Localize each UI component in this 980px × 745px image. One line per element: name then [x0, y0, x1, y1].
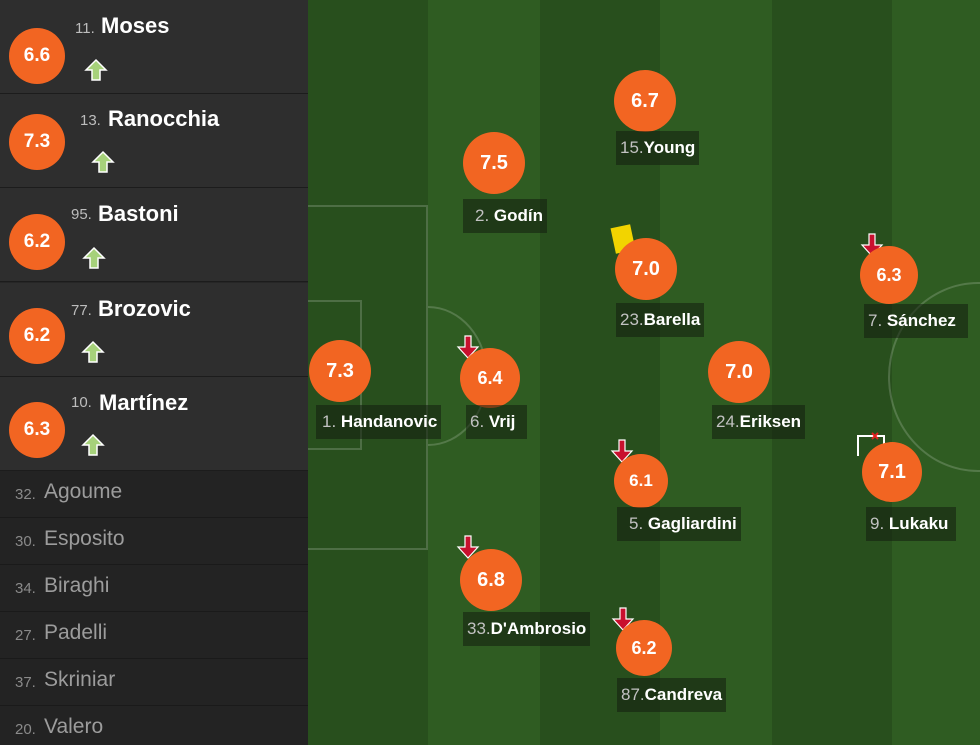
player-name: Brozovic — [98, 296, 191, 321]
player-number: 95. — [71, 206, 92, 223]
substitute-row[interactable]: 6.6 11. Moses — [0, 0, 308, 94]
rating-badge: 6.7 — [614, 70, 676, 132]
player-number: 10. — [71, 394, 92, 411]
player-number: 5. — [629, 514, 644, 533]
player-number: 7. — [868, 311, 883, 330]
player-number: 27. — [15, 627, 36, 644]
player-label: 5. Gagliardini — [617, 507, 741, 541]
player-name: Bastoni — [98, 201, 179, 226]
substitute-row[interactable]: 6.2 77. Brozovic — [0, 283, 308, 377]
rating-badge: 6.2 — [9, 214, 65, 270]
rating-badge: 6.3 — [860, 246, 918, 304]
rating-badge: 6.1 — [614, 454, 668, 508]
player-label: 1. Handanovic — [316, 405, 442, 439]
player-label: 23.Barella — [616, 303, 705, 337]
substitute-row[interactable]: 6.3 10. Martínez — [0, 377, 308, 471]
player-number: 15. — [620, 138, 644, 157]
player-name: Gagliardini — [647, 514, 737, 533]
rating-badge: 6.4 — [460, 348, 520, 408]
player-name: Young — [643, 138, 696, 157]
rating-badge: 6.6 — [9, 28, 65, 84]
player-number: 1. — [322, 412, 337, 431]
player-name: D'Ambrosio — [490, 619, 587, 638]
rating-badge: 6.8 — [460, 549, 522, 611]
player-label: 2. Godín — [463, 199, 548, 233]
arrow-up-icon — [84, 58, 108, 81]
player-name: Sánchez — [886, 311, 956, 330]
bench-row[interactable]: 27. Padelli — [0, 612, 308, 659]
player-name: Agoume — [44, 480, 123, 503]
player-number: 30. — [15, 533, 36, 550]
rating-badge: 6.2 — [9, 308, 65, 364]
player-number: 20. — [15, 721, 36, 738]
player-number: 24. — [716, 412, 740, 431]
player-number: 77. — [71, 302, 92, 319]
player-number: 11. — [75, 20, 95, 37]
player-label: 9. Lukaku — [866, 507, 957, 541]
substitute-row[interactable]: 6.2 95. Bastoni — [0, 188, 308, 282]
bench-row[interactable]: 37. Skriniar — [0, 659, 308, 706]
player-number: 34. — [15, 580, 36, 597]
rating-badge: 7.0 — [708, 341, 770, 403]
player-name: Lukaku — [888, 514, 949, 533]
player-label: 15.Young — [616, 131, 700, 165]
player-number: 37. — [15, 674, 36, 691]
player-name: Vrij — [488, 412, 516, 431]
arrow-up-icon — [81, 433, 105, 456]
player-number: 32. — [15, 486, 36, 503]
arrow-up-icon — [91, 150, 115, 173]
player-label: 6. Vrij — [466, 405, 528, 439]
penalty-area — [308, 205, 428, 550]
rating-badge: 7.0 — [615, 238, 677, 300]
player-name: Eriksen — [739, 412, 802, 431]
bench-row[interactable]: 32. Agoume — [0, 471, 308, 518]
lineup-sidebar: 6.6 11. Moses 7.3 13. Ranocchia 6.2 95. … — [0, 0, 308, 745]
player-name: Barella — [643, 310, 701, 329]
arrow-up-icon — [81, 340, 105, 363]
player-name: Ranocchia — [108, 106, 220, 131]
player-number: 33. — [467, 619, 491, 638]
pitch: 6.7 15.Young 7.5 2. Godín 7.0 23.Barella… — [308, 0, 980, 745]
player-number: 23. — [620, 310, 644, 329]
player-name: Esposito — [44, 527, 125, 550]
bench-row[interactable]: 30. Esposito — [0, 518, 308, 565]
player-label: 87.Candreva — [617, 678, 727, 712]
player-number: 2. — [475, 206, 490, 225]
player-label: 7. Sánchez — [864, 304, 968, 338]
rating-badge: 6.3 — [9, 402, 65, 458]
rating-badge: 7.3 — [309, 340, 371, 402]
player-name: Valero — [44, 715, 104, 738]
player-name: Biraghi — [44, 574, 110, 597]
player-name: Skriniar — [44, 668, 116, 691]
player-number: 6. — [470, 412, 485, 431]
player-number: 87. — [621, 685, 645, 704]
player-name: Padelli — [44, 621, 108, 644]
player-name: Martínez — [99, 390, 189, 415]
substitute-row[interactable]: 7.3 13. Ranocchia — [0, 94, 308, 188]
player-label: 24.Eriksen — [712, 405, 806, 439]
arrow-up-icon — [82, 246, 106, 269]
player-name: Moses — [101, 13, 170, 38]
player-label: 33.D'Ambrosio — [463, 612, 591, 646]
player-number: 13. — [80, 112, 101, 129]
rating-badge: 6.2 — [616, 620, 672, 676]
player-name: Handanovic — [340, 412, 438, 431]
arrow-down-icon — [456, 535, 480, 559]
rating-badge: 7.1 — [862, 442, 922, 502]
rating-badge: 7.3 — [9, 114, 65, 170]
bench-row[interactable]: 20. Valero — [0, 706, 308, 745]
player-number: 9. — [870, 514, 885, 533]
bench-row[interactable]: 34. Biraghi — [0, 565, 308, 612]
rating-badge: 7.5 — [463, 132, 525, 194]
player-name: Candreva — [644, 685, 723, 704]
player-name: Godín — [493, 206, 544, 225]
